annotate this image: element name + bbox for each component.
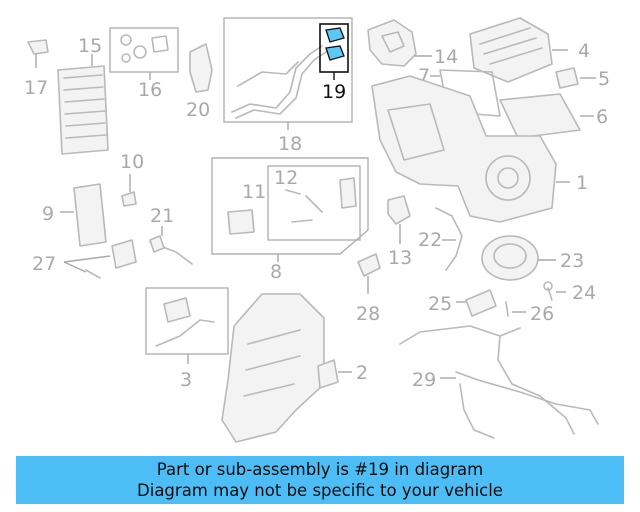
part-25-resistor bbox=[456, 289, 497, 317]
part-3-linkage bbox=[145, 287, 229, 364]
banner-line-2: Diagram may not be specific to your vehi… bbox=[137, 481, 503, 500]
callout-15: 15 bbox=[78, 35, 102, 57]
part-17-bracket bbox=[27, 39, 49, 68]
callout-25: 25 bbox=[428, 293, 452, 315]
callout-17: 17 bbox=[24, 77, 48, 99]
callout-18: 18 bbox=[278, 133, 302, 155]
callout-27: 27 bbox=[32, 253, 56, 275]
part-20-bracket bbox=[189, 43, 213, 93]
part-4-door-assembly bbox=[469, 17, 568, 83]
part-23-blower-motor bbox=[481, 235, 556, 281]
callout-19: 19 bbox=[322, 81, 346, 103]
callout-21: 21 bbox=[150, 205, 174, 227]
callout-2: 2 bbox=[356, 362, 368, 384]
part-29-wiring-harness bbox=[399, 325, 599, 439]
callout-10: 10 bbox=[120, 151, 144, 173]
callout-14: 14 bbox=[434, 46, 458, 68]
callout-9: 9 bbox=[42, 203, 54, 225]
part-8-box bbox=[211, 157, 369, 262]
part-22-drain-hose bbox=[435, 207, 463, 271]
part-15-heater-core bbox=[57, 54, 109, 155]
callout-12: 12 bbox=[274, 167, 298, 189]
callout-26: 26 bbox=[530, 303, 554, 325]
part-6-cabin-filter bbox=[499, 93, 594, 139]
callout-1: 1 bbox=[576, 172, 588, 194]
callout-8: 8 bbox=[270, 261, 282, 283]
part-13-grommet bbox=[387, 195, 411, 244]
info-banner: Part or sub-assembly is #19 in diagram D… bbox=[16, 456, 624, 504]
part-19-highlighted[interactable] bbox=[319, 23, 349, 80]
callout-24: 24 bbox=[572, 282, 596, 304]
callout-11: 11 bbox=[242, 181, 266, 203]
callout-29: 29 bbox=[412, 369, 436, 391]
callout-23: 23 bbox=[560, 250, 584, 272]
part-2-lower-housing bbox=[221, 293, 352, 443]
callout-4: 4 bbox=[578, 40, 590, 62]
part-14-seal bbox=[367, 19, 432, 67]
part-28-sensor bbox=[357, 253, 381, 294]
callout-5: 5 bbox=[598, 68, 610, 90]
part-10-clip bbox=[121, 174, 137, 207]
part-26-screw bbox=[505, 301, 526, 317]
callout-22: 22 bbox=[418, 229, 442, 251]
banner-line-1: Part or sub-assembly is #19 in diagram bbox=[156, 460, 484, 479]
part-21-sensor bbox=[149, 226, 193, 265]
parts-diagram: 17 15 16 20 18 19 bbox=[24, 17, 610, 443]
part-1-hvac-housing bbox=[371, 75, 570, 223]
part-5-actuator bbox=[555, 67, 596, 89]
callout-3: 3 bbox=[180, 369, 192, 391]
part-9-evaporator bbox=[60, 183, 107, 247]
callout-28: 28 bbox=[356, 303, 380, 325]
part-16-seals bbox=[109, 27, 179, 80]
callout-20: 20 bbox=[186, 99, 210, 121]
part-24-screw bbox=[543, 281, 566, 301]
callout-16: 16 bbox=[138, 79, 162, 101]
part-18-box bbox=[223, 17, 353, 130]
callout-13: 13 bbox=[388, 247, 412, 269]
part-27-actuator bbox=[63, 239, 137, 279]
callout-6: 6 bbox=[596, 106, 608, 128]
